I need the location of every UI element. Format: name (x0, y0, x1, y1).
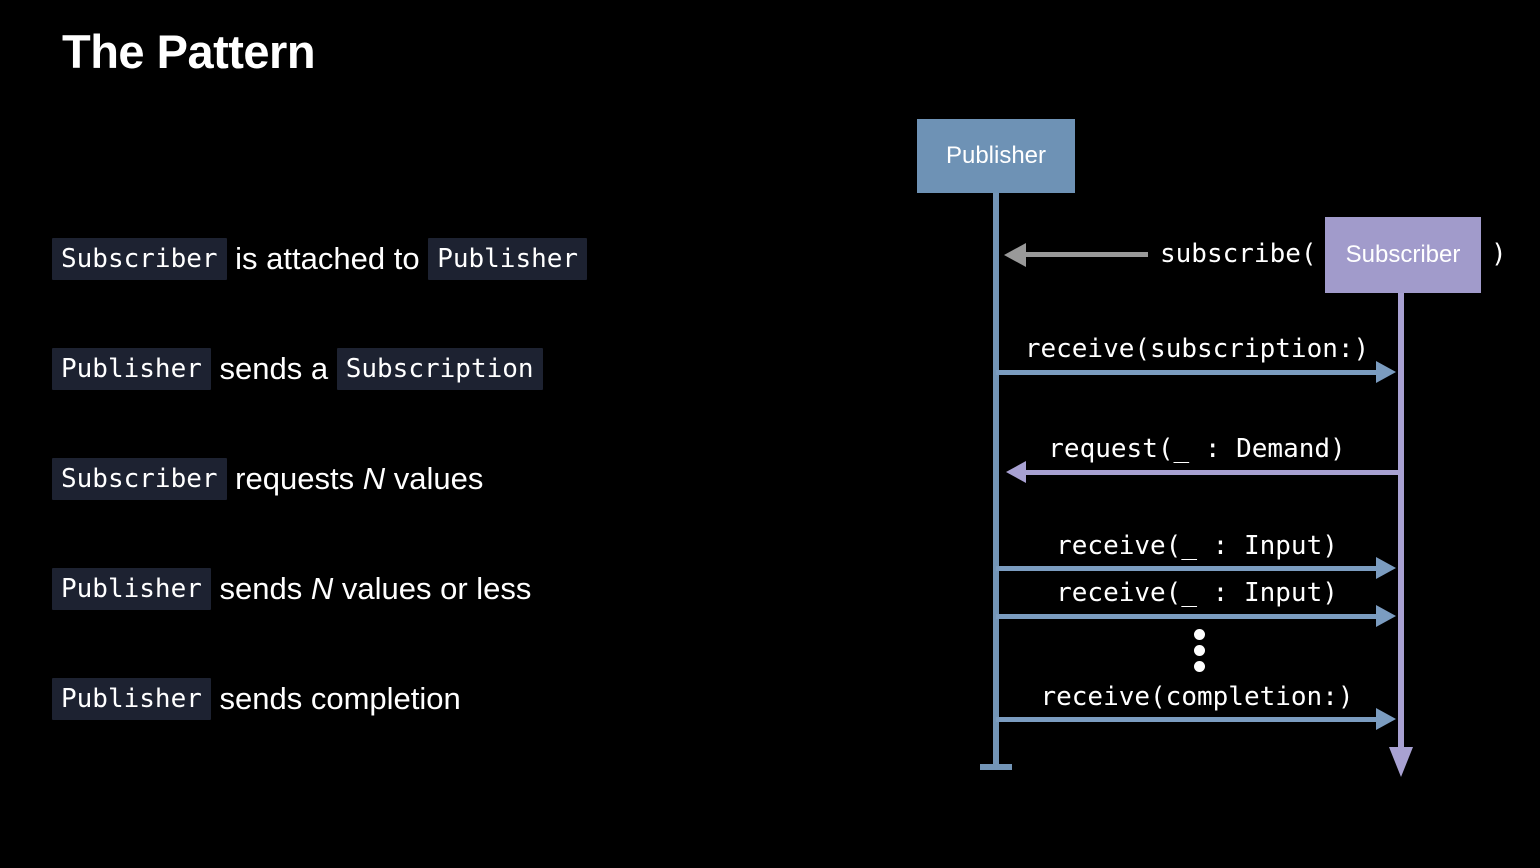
subscribe-call-close-paren: ) (1491, 239, 1507, 269)
publisher-box-label: Publisher (945, 142, 1047, 169)
publisher-lifeline (993, 193, 999, 765)
publisher-box: Publisher (917, 119, 1075, 193)
message-arrow (996, 614, 1378, 619)
message-label: request(_ : Demand) (1048, 434, 1346, 464)
left-arrowhead-icon (1006, 461, 1026, 483)
bullet-variable-n: N (310, 571, 334, 606)
code-chip: Publisher (52, 348, 211, 390)
message-arrow (996, 370, 1378, 375)
bullet-publisher-sends-completion: Publisher sends completion (52, 678, 461, 720)
code-chip: Subscriber (52, 238, 227, 280)
right-arrowhead-icon (1376, 557, 1396, 579)
message-label: receive(_ : Input) (1056, 578, 1338, 608)
bullet-text: sends a (210, 351, 337, 386)
ellipsis-dot-icon (1194, 661, 1205, 672)
bullet-text: requests (226, 461, 363, 496)
subscriber-box: Subscriber (1325, 217, 1481, 293)
ellipsis-dot-icon (1194, 629, 1205, 640)
bullet-text: is attached to (226, 241, 429, 276)
message-label: receive(subscription:) (1024, 334, 1370, 364)
message-arrow (1024, 470, 1402, 475)
message-label: receive(_ : Input) (1056, 531, 1338, 561)
bullet-publisher-sends-values: Publisher sends N values or less (52, 568, 531, 610)
code-chip: Subscription (336, 348, 543, 390)
bullet-variable-n: N (362, 461, 386, 496)
code-chip: Publisher (428, 238, 588, 280)
bullet-text: values (385, 461, 484, 496)
bullet-text: values or less (333, 571, 532, 606)
subscribe-arrow (1024, 252, 1148, 257)
bullet-subscriber-attached: Subscriber is attached to Publisher (52, 238, 588, 280)
bullet-publisher-sends-subscription: Publisher sends a Subscription (52, 348, 543, 390)
page-title: The Pattern (62, 25, 316, 78)
bullet-subscriber-requests: Subscriber requests N values (52, 458, 483, 500)
message-label: receive(completion:) (1040, 682, 1354, 712)
message-arrow (996, 566, 1378, 571)
down-arrowhead-icon (1389, 747, 1413, 777)
right-arrowhead-icon (1376, 708, 1396, 730)
publisher-lifeline-end (980, 764, 1012, 770)
code-chip: Publisher (52, 568, 211, 610)
subscriber-lifeline (1398, 292, 1404, 748)
code-chip: Subscriber (52, 458, 227, 500)
right-arrowhead-icon (1376, 605, 1396, 627)
message-arrow (996, 717, 1378, 722)
bullet-text: sends (210, 571, 311, 606)
bullet-text: sends completion (210, 681, 461, 716)
ellipsis-dot-icon (1194, 645, 1205, 656)
code-chip: Publisher (52, 678, 211, 720)
left-arrowhead-icon (1004, 243, 1026, 267)
subscriber-box-label: Subscriber (1345, 241, 1461, 268)
subscribe-call-label: subscribe( (1160, 239, 1317, 269)
right-arrowhead-icon (1376, 361, 1396, 383)
